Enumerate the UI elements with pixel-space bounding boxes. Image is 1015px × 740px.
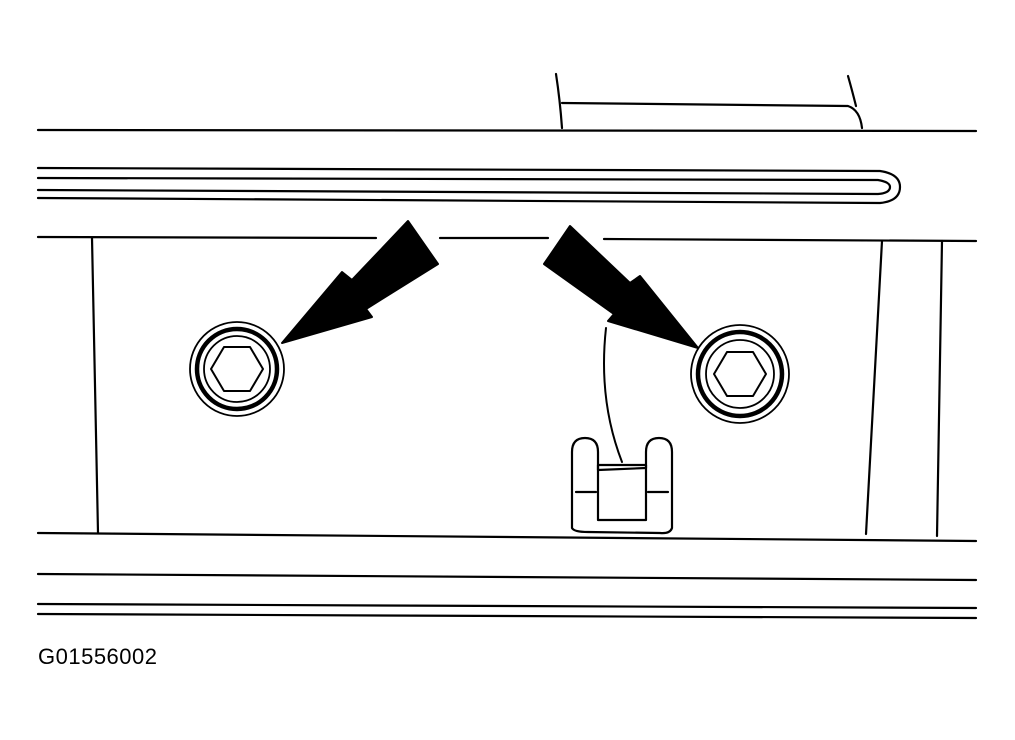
groove-channel bbox=[36, 166, 902, 205]
wire-clip-icon bbox=[570, 436, 674, 535]
upper-bracket bbox=[554, 72, 864, 130]
top-rail bbox=[36, 128, 978, 133]
arrow-right-icon bbox=[543, 225, 699, 349]
figure-id-label: G01556002 bbox=[38, 644, 158, 669]
clip-wire bbox=[603, 327, 623, 463]
panel-right-edge bbox=[864, 239, 944, 538]
hex-bolt-right-icon bbox=[690, 324, 790, 424]
hex-bolt-left-icon bbox=[189, 321, 285, 417]
arrow-left-icon bbox=[281, 220, 439, 344]
panel-top-edge bbox=[36, 235, 978, 243]
panel-left-edge bbox=[90, 236, 100, 535]
bottom-rail bbox=[36, 531, 978, 620]
